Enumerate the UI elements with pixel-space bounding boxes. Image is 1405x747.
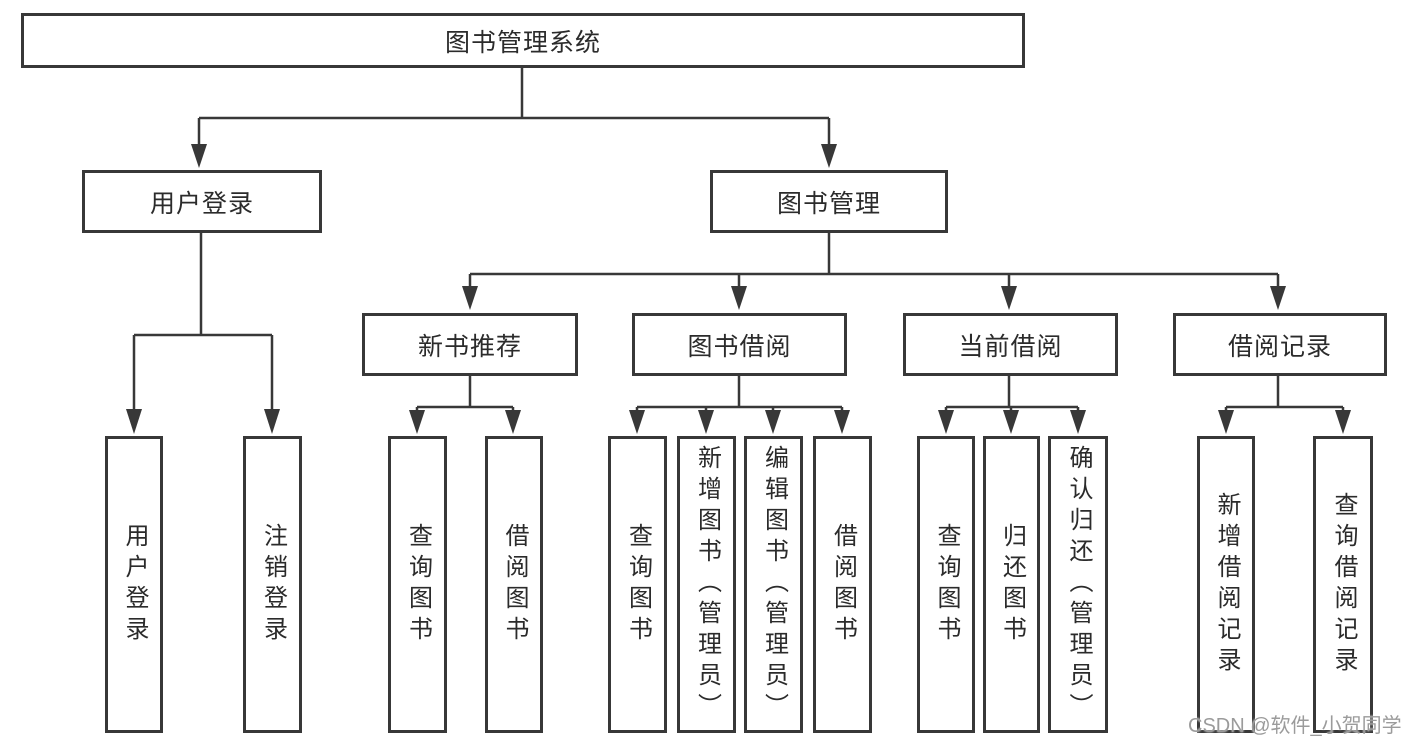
leaf-borrow-books-borrowing: 借阅图书	[813, 436, 872, 733]
leaf-add-borrow-record: 新增借阅记录	[1197, 436, 1255, 733]
leaf-user-login: 用户登录	[105, 436, 163, 733]
leaf-confirm-return-admin: 确认归还（管理员）	[1048, 436, 1108, 733]
node-book-management: 图书管理	[710, 170, 948, 233]
node-new-book-recommendation: 新书推荐	[362, 313, 578, 376]
edge-bookmgmt-to-level3	[468, 233, 1280, 288]
leaf-return-book: 归还图书	[983, 436, 1040, 733]
edge-borrowing-to-leaves	[635, 376, 844, 412]
node-user-login: 用户登录	[82, 170, 322, 233]
arrowheads	[126, 144, 1351, 434]
leaf-query-borrow-record: 查询借阅记录	[1313, 436, 1373, 733]
edge-root-to-level2	[197, 68, 831, 146]
edge-current-to-leaves	[944, 376, 1080, 412]
edge-newbook-to-leaves	[415, 376, 515, 412]
node-current-borrowing: 当前借阅	[903, 313, 1118, 376]
node-library-system: 图书管理系统	[21, 13, 1025, 68]
leaf-logout: 注销登录	[243, 436, 302, 733]
leaf-borrow-books-recommend: 借阅图书	[485, 436, 543, 733]
node-borrowing-records: 借阅记录	[1173, 313, 1387, 376]
leaf-query-books-borrowing: 查询图书	[608, 436, 667, 733]
leaf-query-books-recommend: 查询图书	[388, 436, 447, 733]
edge-records-to-leaves	[1224, 376, 1345, 412]
leaf-query-books-current: 查询图书	[917, 436, 975, 733]
node-book-borrowing: 图书借阅	[632, 313, 847, 376]
leaf-add-book-admin: 新增图书（管理员）	[677, 436, 736, 733]
csdn-watermark: CSDN @软件_小贺同学	[1188, 715, 1402, 737]
edge-userlogin-to-leaves	[132, 233, 274, 411]
leaf-edit-book-admin: 编辑图书（管理员）	[744, 436, 803, 733]
